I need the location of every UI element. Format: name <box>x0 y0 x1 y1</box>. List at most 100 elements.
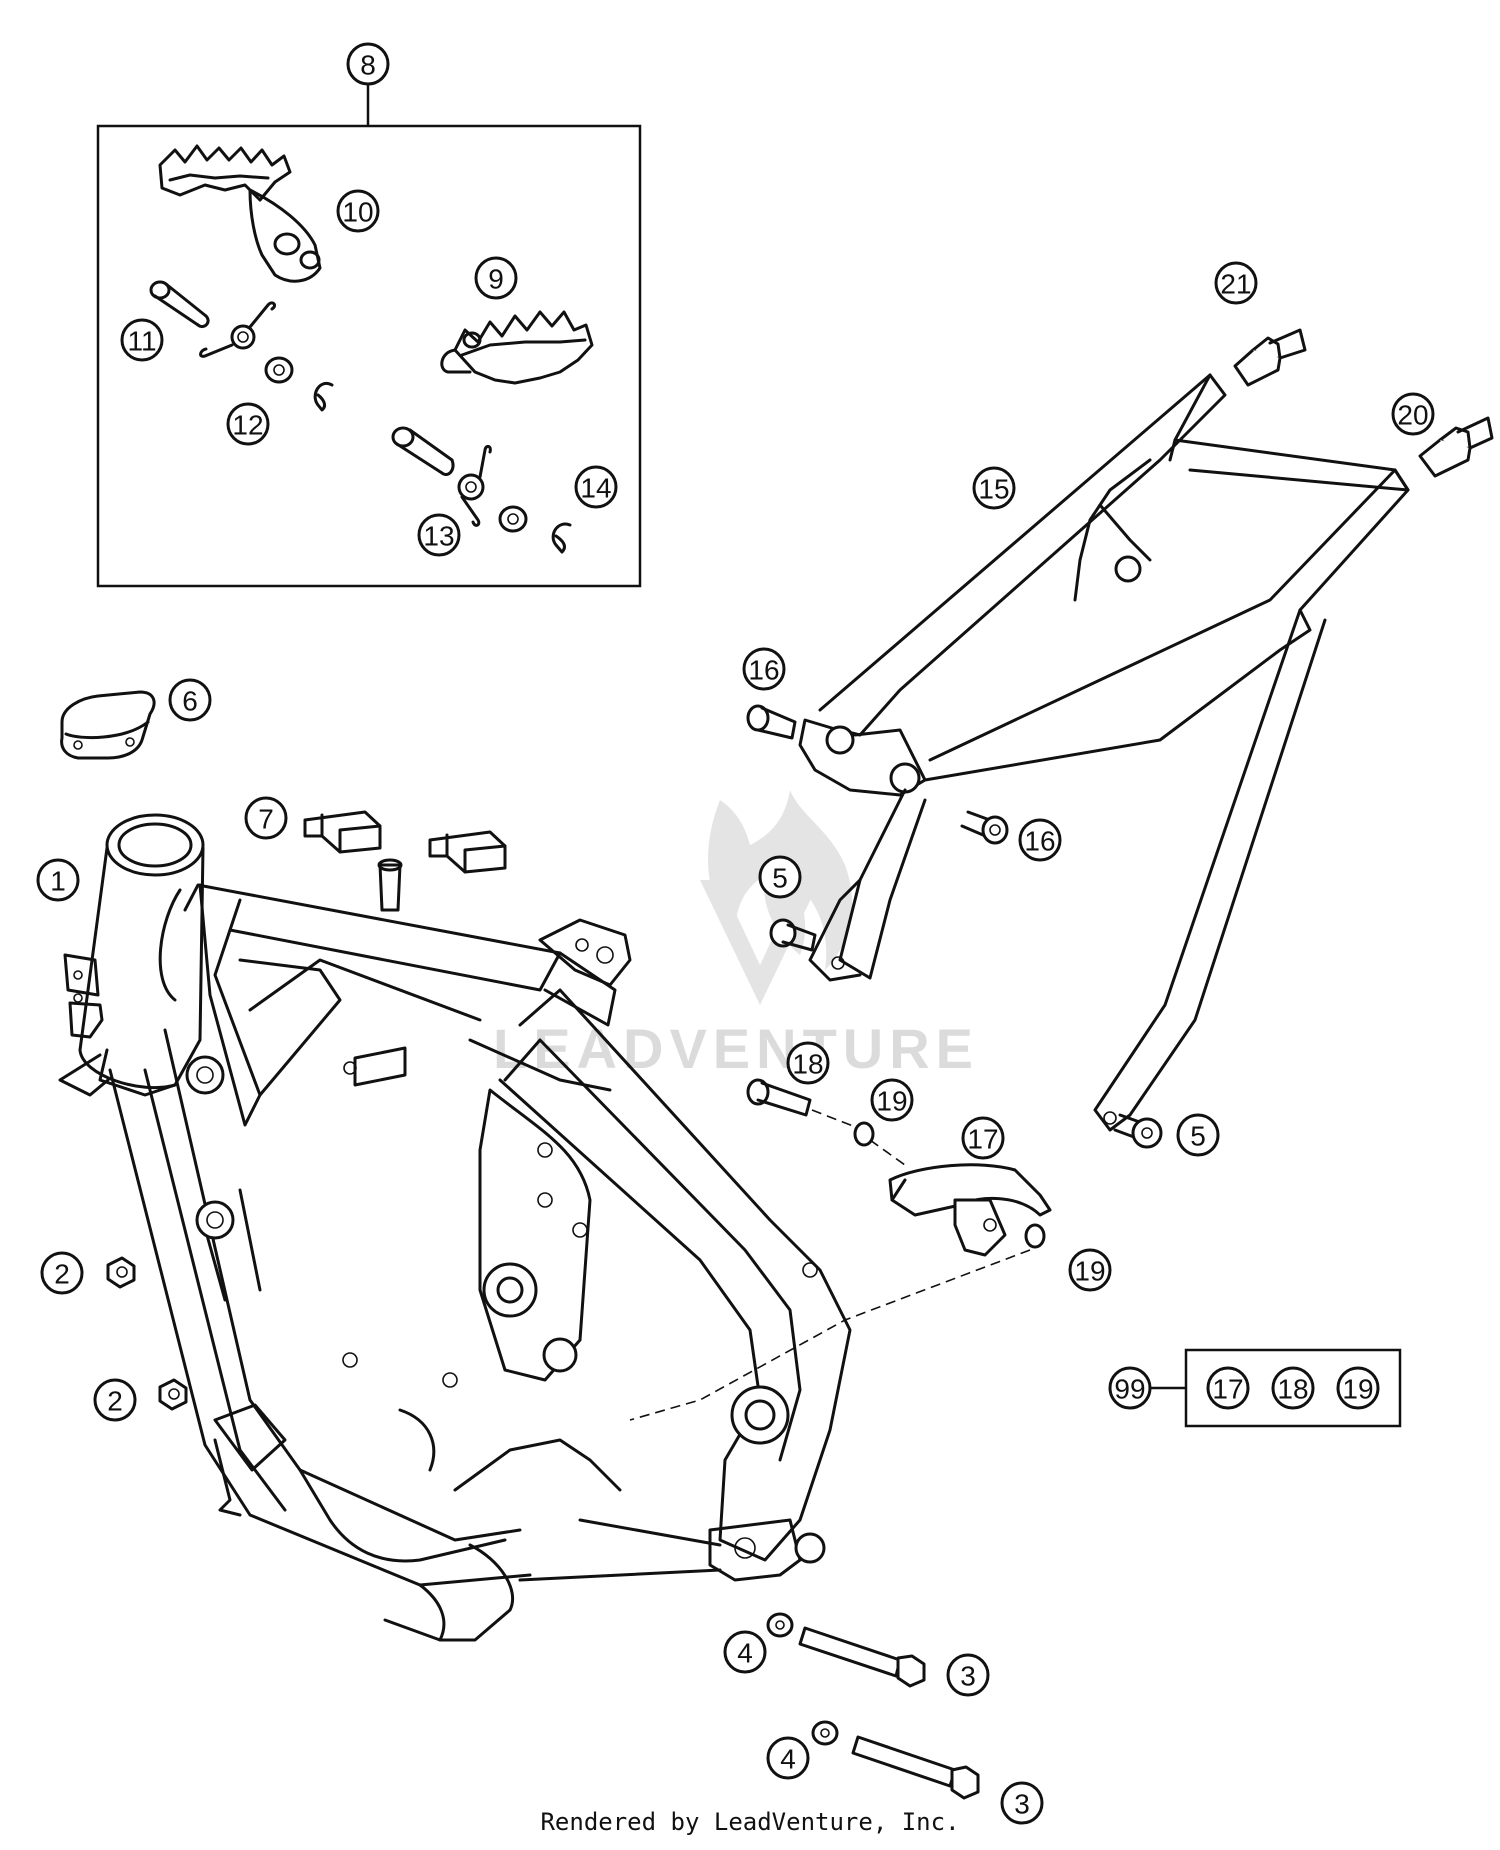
callout-14: 14 <box>574 465 618 509</box>
washer-4-lower-drawing <box>811 1720 839 1746</box>
callout-circle <box>786 1041 830 1085</box>
callout-number: 17 <box>967 1124 998 1155</box>
callout-number: 3 <box>960 1661 976 1692</box>
callout-17: 17 <box>961 1116 1005 1160</box>
callout-number: 2 <box>54 1259 70 1290</box>
callout-circle <box>1108 1366 1152 1410</box>
bolt-3-upper-drawing <box>798 1626 926 1688</box>
bolt-16-upper-drawing <box>746 704 797 740</box>
callout-circle <box>1176 1113 1220 1157</box>
callout-circle <box>168 678 212 722</box>
washer-19-upper-drawing <box>853 1121 875 1147</box>
bolt-16-lower-drawing <box>960 810 1009 845</box>
subframe-drawing <box>798 373 1410 1132</box>
callout-17: 17 <box>1206 1366 1250 1410</box>
bolt-18-drawing <box>746 1078 859 1129</box>
callout-circle <box>870 1078 914 1122</box>
callout-circle <box>1391 392 1435 436</box>
callout-5: 5 <box>758 855 802 899</box>
callout-3: 3 <box>946 1653 990 1697</box>
callout-2: 2 <box>93 1378 137 1422</box>
callout-number: 14 <box>580 473 611 504</box>
callout-circle <box>946 1653 990 1697</box>
callout-circle <box>417 513 461 557</box>
callout-18: 18 <box>1271 1366 1315 1410</box>
callout-circle <box>93 1378 137 1422</box>
callout-8: 8 <box>346 42 390 86</box>
callout-9: 9 <box>474 256 518 300</box>
callout-21: 21 <box>1214 261 1258 305</box>
callout-5: 5 <box>1176 1113 1220 1157</box>
footrest-right-drawing <box>440 310 594 385</box>
bolt-5-lower-drawing <box>1113 1113 1163 1149</box>
callout-4: 4 <box>766 1736 810 1780</box>
callout-circle <box>36 858 80 902</box>
washer-4-upper-drawing <box>766 1612 794 1638</box>
spring-13-drawing <box>457 444 492 527</box>
callout-circle <box>474 256 518 300</box>
bolt-5-upper-drawing <box>769 918 817 952</box>
cap-6-drawing <box>60 690 156 760</box>
callout-circle <box>574 465 618 509</box>
callout-number: 16 <box>748 655 779 686</box>
callout-number: 13 <box>423 521 454 552</box>
callout-circle <box>346 42 390 86</box>
callout-number: 1 <box>50 866 66 897</box>
callout-number: 18 <box>792 1049 823 1080</box>
callout-18: 18 <box>786 1041 830 1085</box>
callout-circle <box>40 1251 84 1295</box>
callout-3: 3 <box>1000 1781 1044 1825</box>
footer-credit: Rendered by LeadVenture, Inc. <box>540 1808 960 1836</box>
watermark-text: LEADVENTURE <box>493 1017 979 1080</box>
pin-11-drawing <box>149 280 210 329</box>
callout-16: 16 <box>742 647 786 691</box>
callout-circle <box>742 647 786 691</box>
callout-19: 19 <box>1336 1366 1380 1410</box>
callout-number: 5 <box>1190 1121 1206 1152</box>
callout-10: 10 <box>336 189 380 233</box>
callout-circle <box>120 318 164 362</box>
footrest-left-drawing <box>158 144 322 283</box>
callout-circle <box>336 189 380 233</box>
callout-number: 7 <box>258 804 274 835</box>
callout-circle <box>244 796 288 840</box>
spring-drawing <box>199 301 276 358</box>
callout-circle <box>1068 1248 1112 1292</box>
washer-14-drawing <box>498 505 528 533</box>
callout-number: 8 <box>360 50 376 81</box>
washer-19-lower-drawing <box>1024 1223 1046 1249</box>
callout-circle <box>972 466 1016 510</box>
callout-number: 3 <box>1014 1789 1030 1820</box>
callout-circle <box>766 1736 810 1780</box>
callout-circle <box>1018 818 1062 862</box>
callout-number: 20 <box>1397 400 1428 431</box>
callout-circle <box>1000 1781 1044 1825</box>
callout-number: 19 <box>1074 1256 1105 1287</box>
callout-circle <box>226 402 270 446</box>
callout-number: 11 <box>127 326 156 357</box>
callout-circle <box>758 855 802 899</box>
plug-20-drawing <box>1418 416 1494 478</box>
callout-2: 2 <box>40 1251 84 1295</box>
callout-number: 18 <box>1277 1374 1308 1405</box>
callout-number: 12 <box>232 410 263 441</box>
callout-20: 20 <box>1391 392 1435 436</box>
callout-number: 15 <box>978 474 1009 505</box>
callout-number: 6 <box>182 686 198 717</box>
callout-circle <box>1271 1366 1315 1410</box>
callout-19: 19 <box>870 1078 914 1122</box>
callout-11: 11 <box>120 318 164 362</box>
watermark: LEADVENTURE <box>493 790 979 1080</box>
callout-4: 4 <box>723 1630 767 1674</box>
callout-number: 5 <box>772 863 788 894</box>
callout-circle <box>1206 1366 1250 1410</box>
washer-12-drawing <box>264 356 294 384</box>
callout-number: 9 <box>488 264 504 295</box>
callout-circle <box>723 1630 767 1674</box>
callout-number: 10 <box>342 197 373 228</box>
main-frame-drawing <box>58 813 852 1642</box>
callout-number: 21 <box>1220 269 1251 300</box>
callout-circle <box>961 1116 1005 1160</box>
